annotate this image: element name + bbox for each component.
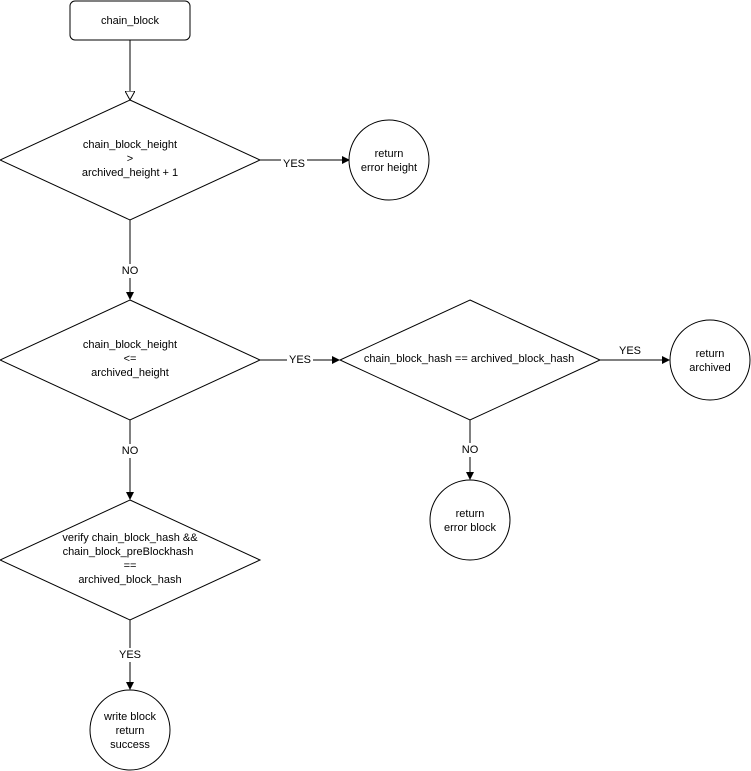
edge-label-cond2-no: NO	[122, 445, 139, 457]
decision-hash-equal: chain_block_hash == archived_block_hash	[338, 299, 602, 421]
terminal-error-height: return error height	[348, 119, 430, 201]
decision-verify-hash-line-1: verify chain_block_hash &&	[62, 532, 198, 544]
terminal-success-line-1: write block	[103, 711, 156, 723]
decision-height-less-equal-line-2: <=	[124, 353, 137, 365]
terminal-success-line-3: success	[110, 739, 150, 751]
terminal-error-block-line-2: error block	[444, 522, 496, 534]
start-node-label: chain_block	[101, 15, 160, 27]
decision-height-greater-line-3: archived_height + 1	[82, 167, 178, 179]
decision-height-greater-line-1: chain_block_height	[83, 139, 177, 151]
terminal-success-line-2: return	[116, 725, 145, 737]
decision-verify-hash-line-3: ==	[124, 560, 137, 572]
decision-verify-hash-line-4: archived_block_hash	[78, 574, 181, 586]
edge-label-cond2-yes: YES	[289, 354, 311, 366]
edge-label-cond1-no: NO	[122, 265, 139, 277]
terminal-error-height-line-1: return	[375, 148, 404, 160]
decision-height-less-equal: chain_block_height <= archived_height	[0, 299, 262, 421]
edge-label-hash-yes: YES	[619, 345, 641, 357]
terminal-archived-line-1: return	[696, 348, 725, 360]
decision-hash-equal-label: chain_block_hash == archived_block_hash	[364, 353, 574, 365]
terminal-error-block: return error block	[429, 479, 511, 561]
terminal-archived-line-2: archived	[689, 362, 731, 374]
terminal-error-block-line-1: return	[456, 508, 485, 520]
terminal-archived: return archived	[669, 319, 751, 401]
decision-height-greater-line-2: >	[127, 153, 133, 165]
decision-verify-hash-line-2: chain_block_preBlockhash	[63, 546, 194, 558]
edge-label-cond3-yes: YES	[119, 649, 141, 661]
edge-label-hash-no: NO	[462, 444, 479, 456]
terminal-error-height-line-2: error height	[361, 162, 417, 174]
decision-height-greater: chain_block_height > archived_height + 1	[0, 99, 262, 221]
decision-height-less-equal-line-3: archived_height	[91, 367, 169, 379]
decision-verify-hash: verify chain_block_hash && chain_block_p…	[0, 499, 262, 621]
decision-height-less-equal-line-1: chain_block_height	[83, 339, 177, 351]
edge-label-cond1-yes: YES	[283, 158, 305, 170]
start-node: chain_block	[69, 0, 191, 41]
terminal-success: write block return success	[89, 689, 171, 771]
